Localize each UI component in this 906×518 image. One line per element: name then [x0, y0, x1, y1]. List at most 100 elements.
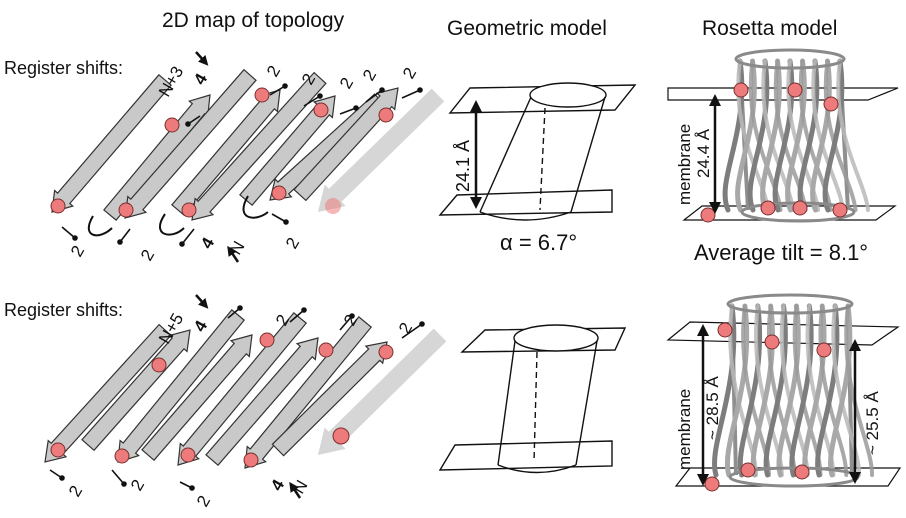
barrel-strand: [712, 303, 737, 478]
beta-strand: [141, 334, 253, 462]
barrel-strand: [836, 59, 870, 212]
register-tick-end: [237, 305, 243, 311]
barrel-strand: [789, 303, 814, 478]
hairpin-loop: [87, 215, 113, 237]
register-tick: [289, 309, 305, 323]
shift-label: 2: [67, 242, 88, 260]
register-value-bottom: 4: [267, 476, 288, 494]
residue-dot: [164, 117, 180, 133]
membrane-plane-upper: [666, 321, 900, 346]
shift-label: 2: [359, 66, 380, 84]
n-terminus-label: N: [289, 477, 312, 497]
barrel-strand: [844, 304, 875, 477]
barrel-strand: [776, 303, 801, 478]
membrane-plane-lower: [438, 440, 613, 471]
barrel-strand: [815, 303, 840, 478]
residue-dot: [700, 207, 716, 223]
barrel-strand: [748, 59, 783, 212]
residue-dot: [50, 198, 66, 214]
barrel-strand: [760, 58, 782, 213]
barrel-strand: [724, 303, 750, 478]
barrel-strand: [773, 59, 808, 212]
barrel-seam: [533, 351, 538, 463]
barrel-wall-right: [570, 96, 606, 213]
barrel-strand: [811, 59, 845, 212]
register-tick-end: [283, 219, 289, 225]
barrel-strand: [750, 303, 775, 478]
faded-strand: [318, 88, 445, 212]
barrel-strand: [785, 58, 807, 213]
alpha-label: α = 6.7°: [500, 230, 578, 255]
down-arrow-icon: [195, 51, 209, 66]
barrel-top-loops: [734, 48, 846, 70]
geometric-height-label: 24.1 Å: [453, 140, 473, 192]
rosetta-model-top: [667, 48, 899, 223]
residue-dot: [717, 322, 733, 338]
residue-dot: [180, 447, 196, 463]
residue-dot: [704, 476, 720, 492]
register-tick: [401, 323, 423, 339]
barrel-strand: [802, 303, 827, 478]
membrane-plane-lower: [438, 189, 613, 216]
register-tick: [269, 85, 286, 96]
barrel-strand: [828, 303, 853, 478]
faded-strand: [318, 328, 447, 455]
shift-label: 2: [127, 476, 148, 494]
hairpin-loop: [158, 213, 185, 236]
residue-dot: [792, 200, 808, 216]
residue-dot: [118, 202, 134, 218]
barrel-strand: [735, 58, 757, 213]
residue-dot: [378, 344, 394, 360]
barrel-strand: [810, 58, 832, 213]
register-tick: [401, 89, 421, 99]
barrel-wall-right: [575, 340, 598, 466]
register-tick-end: [189, 485, 195, 491]
residue-dot: [332, 427, 350, 445]
register-value: 4: [190, 317, 211, 335]
residue-dot: [823, 96, 839, 112]
up-arrow-icon: [289, 481, 302, 499]
register-tick-end: [282, 83, 288, 89]
residue-dot: [243, 452, 259, 468]
topology-map-bottom: N+5 4 2 2 2 2 2 2 4 N: [44, 294, 447, 510]
register-tick-end: [179, 241, 185, 247]
barrel-strand: [786, 59, 820, 212]
shift-labels-lower-bottom: 2 2 2: [65, 476, 214, 510]
register-tick-end: [72, 235, 78, 241]
register-tick-end: [419, 321, 425, 327]
barrel-strand: [737, 303, 763, 478]
barrel-bottom-rim: [497, 464, 577, 474]
rosetta-height-label: 24.4 Å: [694, 128, 713, 178]
average-tilt-label: Average tilt = 8.1°: [694, 240, 869, 265]
register-tick-end: [353, 105, 359, 111]
register-tick: [303, 95, 321, 107]
barrel-strand: [747, 58, 770, 213]
rosetta-membrane-label: membrane: [675, 389, 694, 470]
shift-label: 2: [399, 64, 420, 82]
hairpin-loop: [242, 195, 269, 219]
beta-strand: [171, 89, 281, 217]
residue-dot: [181, 202, 197, 218]
shift-labels-lower-top: 2 2 2: [67, 234, 303, 264]
rosetta-height-label-right: ~ 25.5 Å: [863, 391, 882, 455]
barrel-wall-left: [479, 96, 532, 213]
barrel-strand: [831, 304, 862, 477]
residue-dot: [151, 357, 167, 373]
barrel-wall-left: [497, 340, 516, 466]
residue-dot: [740, 462, 756, 478]
topology-title: 2D map of topology: [162, 9, 345, 32]
register-tick: [339, 315, 353, 331]
residue-dot: [816, 342, 832, 358]
residue-dot: [254, 87, 270, 103]
residue-dot: [318, 342, 334, 358]
up-arrow-icon: [227, 245, 240, 263]
register-tick: [181, 228, 195, 245]
geometric-model-top: [438, 82, 637, 221]
strand-list-top: [50, 68, 445, 247]
residue-dot: [325, 198, 341, 214]
register-shifts-label-bottom: Register shifts:: [4, 300, 124, 320]
register-tick-end: [301, 307, 307, 313]
barrel-strand: [798, 59, 833, 212]
shift-label: 2: [193, 492, 214, 510]
